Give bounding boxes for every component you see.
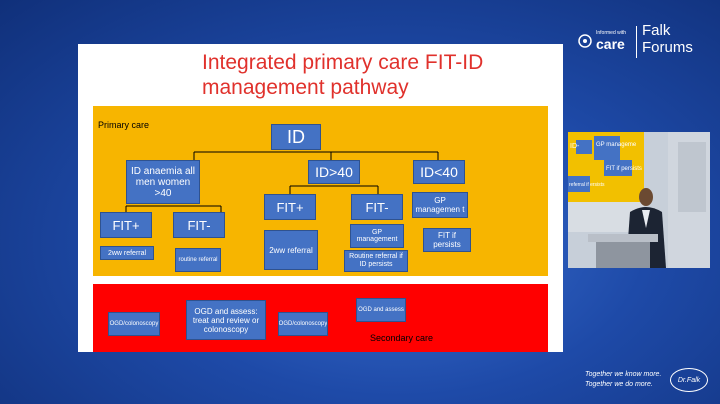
ogd-colonoscopy-left-box: OGD/colonoscopy — [108, 312, 160, 336]
video-slide-fragment-2: GP manageme — [596, 142, 637, 148]
ogd-colonoscopy-mid-box: OGD/colonoscopy — [278, 312, 328, 336]
falk-forums-text: Falk Forums — [642, 22, 693, 56]
informed-with-text: Informed with — [596, 30, 627, 36]
fit-negative-mid-box: FIT- — [351, 194, 403, 220]
care-logo-icon — [578, 34, 592, 48]
logo-divider — [636, 26, 637, 58]
ogd-assess-right-box: OGD and assess — [356, 298, 406, 322]
fit-positive-mid-box: FIT+ — [264, 194, 316, 220]
id-under-40-box: ID<40 — [413, 160, 465, 184]
speaker-scene: ID- GP manageme FIT if persists referral… — [568, 132, 710, 268]
drfalk-logo: Dr.Falk — [670, 368, 708, 392]
presentation-slide: Integrated primary care FIT-ID managemen… — [78, 44, 563, 352]
tagline-line-2: Together we do more. — [585, 381, 653, 388]
id-anaemia-box: ID anaemia all men women >40 — [126, 160, 200, 204]
routine-referral-box: routine referral — [175, 248, 221, 272]
2ww-referral-left-box: 2ww referral — [100, 246, 154, 260]
video-slide-fragment-4: referral if ersists — [569, 182, 605, 188]
gp-management-mid-box: GP management — [350, 224, 404, 248]
fit-if-persists-box: FIT if persists — [423, 228, 471, 252]
2ww-referral-mid-box: 2ww referral — [264, 230, 318, 270]
speaker-video: ID- GP manageme FIT if persists referral… — [568, 132, 710, 268]
video-slide-fragment-1: ID- — [570, 143, 580, 150]
secondary-care-label: Secondary care — [370, 333, 434, 343]
primary-care-label: Primary care — [98, 120, 150, 130]
tagline: Together we know more. Together we do mo… — [585, 370, 661, 390]
video-slide-fragment-3: FIT if persists — [606, 166, 642, 172]
id-box: ID — [271, 124, 321, 150]
gp-management-right-box: GP managemen t — [412, 192, 468, 218]
fit-negative-left-box: FIT- — [173, 212, 225, 238]
slide-title: Integrated primary care FIT-ID managemen… — [202, 51, 484, 99]
routine-referral-if-persists-box: Routine referral if ID persists — [344, 250, 408, 272]
ogd-assess-treat-box: OGD and assess: treat and review or colo… — [186, 300, 266, 340]
tagline-line-1: Together we know more. — [585, 371, 662, 378]
care-text: care — [596, 36, 625, 52]
id-over-40-box: ID>40 — [308, 160, 360, 184]
fit-positive-left-box: FIT+ — [100, 212, 152, 238]
